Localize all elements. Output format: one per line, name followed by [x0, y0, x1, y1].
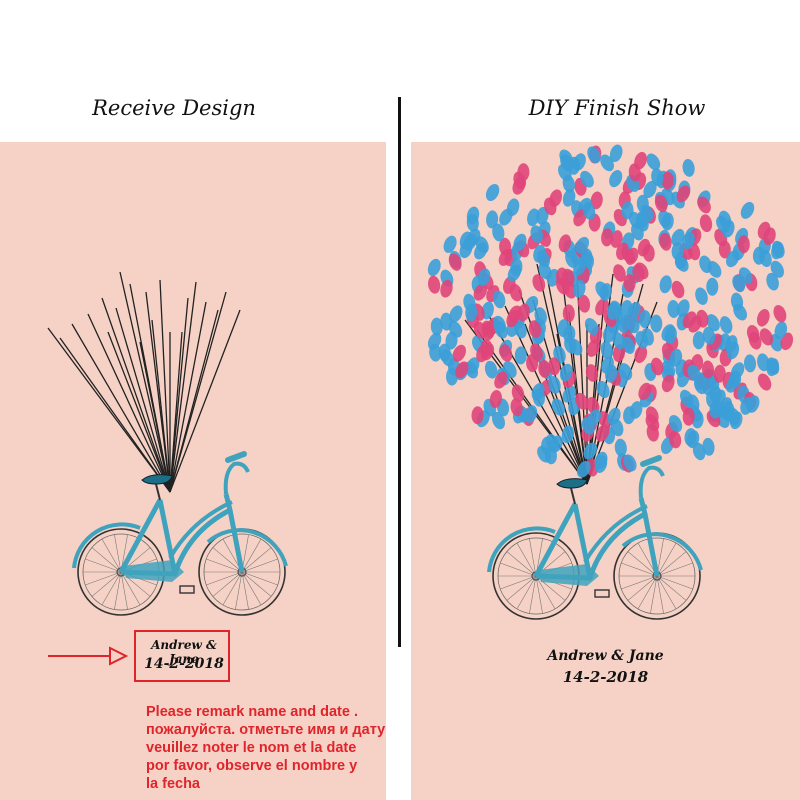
- note-spanish-cont: la fecha: [146, 776, 200, 792]
- note-french: veuillez noter le nom et la date: [146, 740, 357, 756]
- note-english: Please remark name and date .: [146, 704, 358, 720]
- fingerprints: [427, 144, 794, 478]
- couple-names: Andrew & Jane: [151, 638, 217, 666]
- bicycle-tree-illustration: [47, 271, 288, 616]
- couple-names-finished: Andrew & Jane: [547, 648, 664, 664]
- chain-guard: [539, 564, 599, 586]
- note-spanish: por favor, observe el nombre y: [146, 758, 358, 774]
- fingerprint-balloon-tree: [427, 144, 794, 620]
- heading-receive-design: Receive Design: [92, 96, 256, 120]
- pedal: [179, 585, 195, 594]
- wedding-date: 14-2-2018: [144, 656, 224, 672]
- pedal: [594, 589, 610, 598]
- bicycle: [72, 451, 288, 616]
- bike-top-tube: [168, 500, 233, 560]
- bicycle: [487, 455, 703, 620]
- tree-branches: [47, 271, 241, 493]
- heading-diy-finish-show: DIY Finish Show: [528, 96, 706, 120]
- remark-note: Please remark name and date . пожалуйста…: [146, 703, 396, 793]
- bike-top-tube: [583, 504, 648, 564]
- rear-fender: [72, 522, 141, 569]
- panel-receive-design: Andrew & Jane 14-2-2018: [0, 142, 386, 800]
- wedding-date-finished: 14-2-2018: [562, 668, 649, 686]
- rear-fender: [487, 526, 556, 573]
- front-fender: [621, 532, 703, 571]
- panel-diy-finish-show: Andrew & Jane 14-2-2018: [411, 142, 800, 800]
- handlebar-grip: [225, 451, 247, 463]
- handlebar: [638, 465, 665, 499]
- name-date-box: Andrew & Jane 14-2-2018: [134, 630, 230, 682]
- handlebar: [223, 461, 250, 495]
- front-fender: [206, 528, 288, 567]
- bike-seat: [556, 478, 588, 489]
- handlebar-grip: [640, 455, 662, 467]
- note-russian: пожалуйста. отметьте имя и дату: [146, 722, 386, 738]
- panel-divider: [398, 97, 401, 647]
- front-wheel: [198, 528, 286, 616]
- bike-seat: [141, 474, 173, 485]
- chain-guard: [124, 560, 184, 582]
